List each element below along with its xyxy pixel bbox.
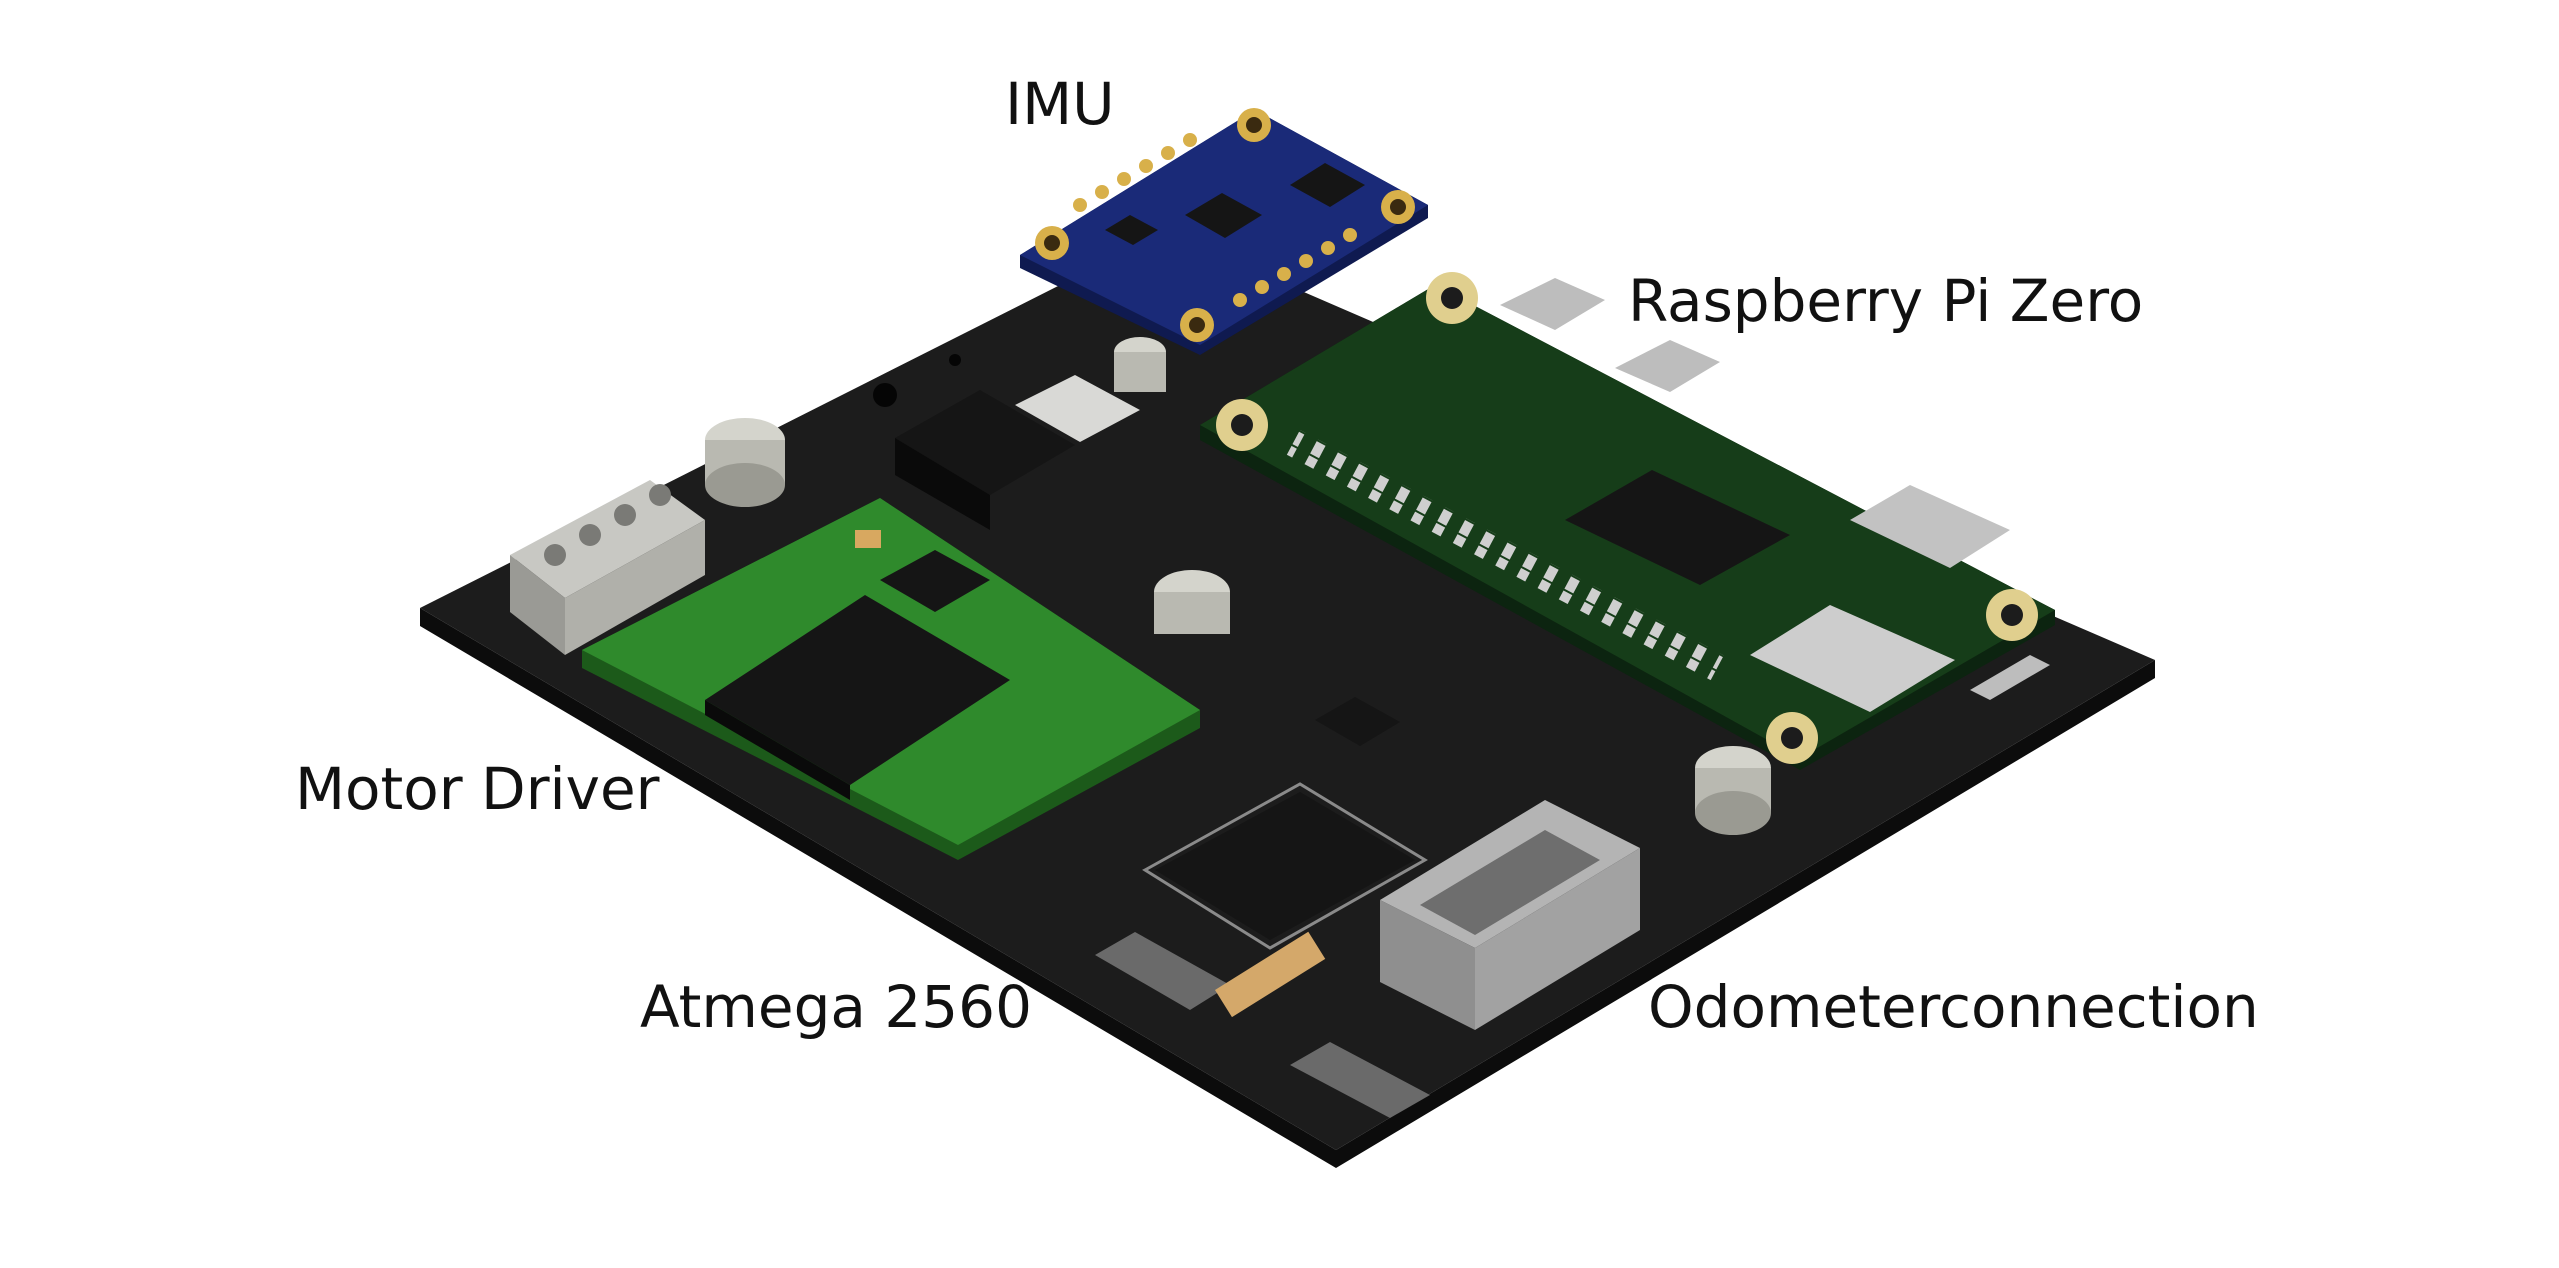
rpi-mount-hole bbox=[2001, 604, 2023, 626]
screw-terminal bbox=[510, 480, 705, 655]
connector-cavity bbox=[1420, 830, 1600, 935]
regulator-side bbox=[895, 438, 990, 530]
capacitors bbox=[705, 337, 1771, 835]
micro-usb-port bbox=[1500, 278, 1605, 330]
micro-usb-port bbox=[1615, 340, 1720, 392]
motor-driver-board bbox=[582, 498, 1200, 860]
odometer-connector bbox=[1380, 800, 1640, 1030]
regulator-body bbox=[895, 390, 1075, 495]
side-connector bbox=[1970, 655, 2050, 700]
pin-headers bbox=[1095, 931, 1430, 1118]
raspberry-pi-zero-label: Raspberry Pi Zero bbox=[1628, 267, 2144, 335]
atmega-pin-outline bbox=[1142, 782, 1428, 950]
soic-chip bbox=[1315, 697, 1400, 746]
imu-header-pins bbox=[1073, 133, 1357, 307]
motor-driver-smd bbox=[855, 530, 881, 548]
regulator-tab bbox=[1015, 375, 1140, 442]
imu-label: IMU bbox=[1005, 70, 1115, 138]
rpi-soc-chip bbox=[1565, 470, 1790, 585]
imu-mount-hole bbox=[1044, 235, 1060, 251]
odometer-connection-label: Odometerconnection bbox=[1648, 973, 2259, 1041]
sd-card-slot bbox=[1750, 605, 1955, 712]
mounting-hole bbox=[949, 354, 961, 366]
imu-sensor-chip bbox=[1185, 193, 1262, 238]
capacitor bbox=[705, 463, 785, 507]
capacitor bbox=[1695, 791, 1771, 835]
connector-side bbox=[1475, 848, 1640, 1030]
rpi-mount-hole bbox=[1781, 727, 1803, 749]
main-pcb-top bbox=[420, 232, 2155, 1150]
pin-header-base bbox=[1095, 932, 1230, 1010]
imu-mount-hole bbox=[1189, 317, 1205, 333]
motor-driver-mosfet bbox=[880, 550, 990, 612]
imu-small-chip bbox=[1105, 215, 1158, 245]
motor-driver-chip-side bbox=[705, 700, 850, 800]
terminal-side bbox=[565, 520, 705, 655]
rpi-mount-hole bbox=[1231, 414, 1253, 436]
jumper bbox=[1215, 931, 1326, 1018]
atmega-body bbox=[1155, 792, 1415, 940]
imu-mount-hole bbox=[1246, 117, 1262, 133]
atmega-2560-label: Atmega 2560 bbox=[640, 973, 1032, 1041]
imu-regulator-chip bbox=[1290, 163, 1365, 207]
mounting-hole bbox=[873, 383, 897, 407]
motor-driver-chip bbox=[705, 595, 1010, 785]
raspberry-pi-zero-board bbox=[1200, 272, 2055, 770]
atmega-2560-chip bbox=[1142, 782, 1428, 950]
mini-hdmi-port bbox=[1850, 485, 2010, 568]
capacitor-body bbox=[1114, 352, 1166, 392]
motor-driver-label: Motor Driver bbox=[295, 755, 660, 823]
main-pcb bbox=[420, 232, 2155, 1168]
rpi-gpio-header bbox=[1286, 430, 1724, 681]
connector-front bbox=[1380, 900, 1475, 1030]
terminal-top bbox=[510, 480, 705, 598]
rpi-mount-hole bbox=[1441, 287, 1463, 309]
voltage-regulator bbox=[895, 375, 1140, 530]
capacitor-body bbox=[1154, 592, 1230, 634]
imu-mount-hole bbox=[1390, 199, 1406, 215]
terminal-front bbox=[510, 555, 565, 655]
pin-header-base bbox=[1290, 1042, 1430, 1118]
imu-board bbox=[1020, 108, 1428, 355]
